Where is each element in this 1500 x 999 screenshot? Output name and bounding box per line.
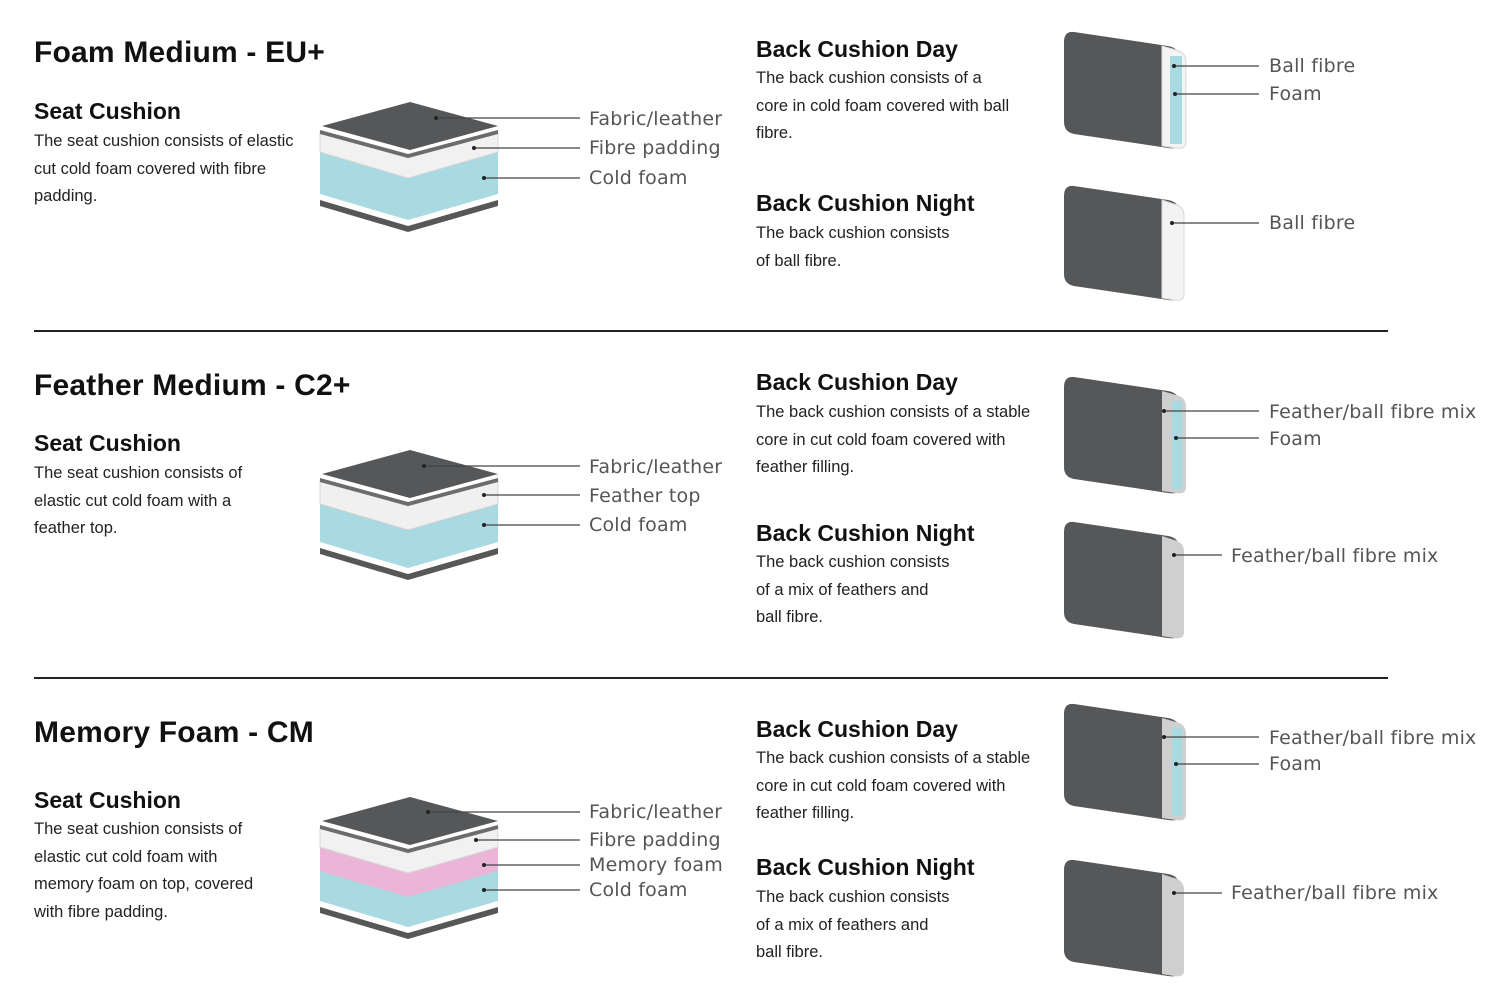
- seat-cushion-layers-illustration: [319, 102, 580, 232]
- layer-label-cold-foam: Cold foam: [589, 514, 688, 536]
- day-label-1: Ball fibre: [1269, 55, 1356, 77]
- back-cushion-day-illustration: [1064, 703, 1259, 821]
- layer-label-fibre: Fibre padding: [589, 829, 721, 851]
- seat-cushion-layers-illustration: [319, 797, 580, 939]
- back-cushion-night-description: The back cushion consists of a mix of fe…: [756, 888, 950, 961]
- back-cushion-night-description: The back cushion consists of a mix of fe…: [756, 553, 950, 626]
- layer-label-memory-foam: Memory foam: [589, 854, 723, 876]
- back-cushion-night-illustration: [1064, 859, 1222, 977]
- back-cushion-night-heading: Back Cushion Night: [756, 520, 975, 546]
- back-cushion-day-illustration: [1064, 376, 1259, 494]
- back-cushion-day-description: The back cushion consists of a stable co…: [756, 749, 1031, 822]
- back-cushion-day-heading: Back Cushion Day: [756, 369, 958, 395]
- back-cushion-day-heading: Back Cushion Day: [756, 36, 958, 62]
- back-cushion-day-description: The back cushion consists of a stable co…: [756, 403, 1031, 476]
- seat-cushion-heading: Seat Cushion: [34, 98, 181, 124]
- section-title: Feather Medium - C2+: [34, 369, 351, 402]
- back-cushion-night-description: The back cushion consists of ball fibre.: [756, 224, 950, 270]
- night-label-1: Feather/ball fibre mix: [1231, 882, 1439, 904]
- back-cushion-night-illustration: [1064, 521, 1222, 639]
- night-label-1: Feather/ball fibre mix: [1231, 545, 1439, 567]
- seat-cushion-heading: Seat Cushion: [34, 430, 181, 456]
- seat-cushion-description: The seat cushion consists of elastic cut…: [34, 132, 294, 205]
- layer-label-fabric: Fabric/leather: [589, 456, 723, 478]
- seat-cushion-description: The seat cushion consists of elastic cut…: [34, 464, 243, 537]
- layer-label-fabric: Fabric/leather: [589, 108, 723, 130]
- layer-label-fibre: Fibre padding: [589, 137, 721, 159]
- day-label-2: Foam: [1269, 83, 1322, 105]
- back-cushion-night-heading: Back Cushion Night: [756, 854, 975, 880]
- layer-label-fabric: Fabric/leather: [589, 801, 723, 823]
- back-cushion-day-illustration: [1064, 31, 1259, 149]
- seat-cushion-description: The seat cushion consists of elastic cut…: [34, 820, 254, 921]
- section-title: Foam Medium - EU+: [34, 36, 325, 69]
- layer-label-cold-foam: Cold foam: [589, 879, 688, 901]
- day-label-1: Feather/ball fibre mix: [1269, 727, 1477, 749]
- layer-label-feather-top: Feather top: [589, 485, 701, 507]
- back-cushion-day-heading: Back Cushion Day: [756, 716, 958, 742]
- back-cushion-night-heading: Back Cushion Night: [756, 190, 975, 216]
- section-divider: [34, 330, 1388, 332]
- layer-label-cold-foam: Cold foam: [589, 167, 688, 189]
- day-label-1: Feather/ball fibre mix: [1269, 401, 1477, 423]
- section-divider: [34, 677, 1388, 679]
- day-label-2: Foam: [1269, 428, 1322, 450]
- back-cushion-day-description: The back cushion consists of a core in c…: [756, 69, 1010, 142]
- night-label-1: Ball fibre: [1269, 212, 1356, 234]
- back-cushion-night-illustration: [1064, 185, 1259, 301]
- day-label-2: Foam: [1269, 753, 1322, 775]
- section-title: Memory Foam - CM: [34, 716, 314, 749]
- seat-cushion-layers-illustration: [319, 450, 580, 580]
- seat-cushion-heading: Seat Cushion: [34, 787, 181, 813]
